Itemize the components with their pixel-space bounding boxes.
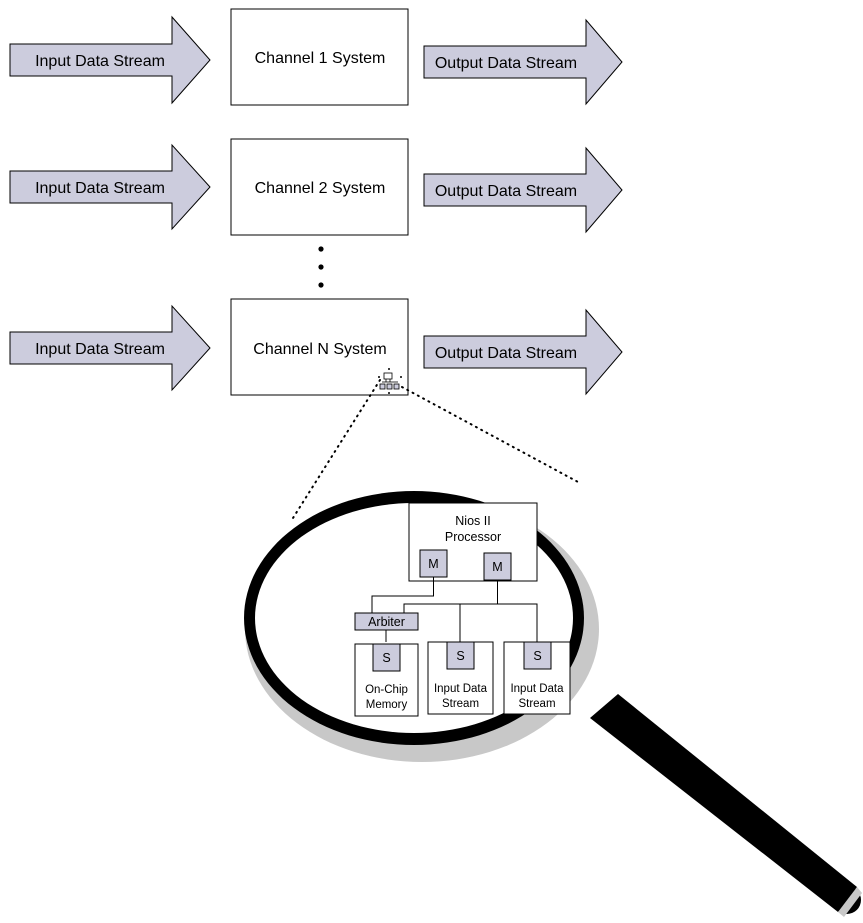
channel-2-input-arrow (9, 143, 211, 231)
lens-handle (590, 694, 857, 912)
slave-port-1 (372, 643, 401, 672)
wire-to-slave-3 (497, 603, 538, 642)
slave-port-1-label: S (382, 651, 390, 665)
channel-n-system-box (230, 298, 409, 396)
slave-3-label-line2: Stream (518, 698, 555, 710)
channel-1-system-label: Channel 1 System (255, 50, 386, 67)
channel-n-row: Input Data Stream Channel N System Outpu… (9, 298, 623, 396)
channel-1-input-arrow (9, 15, 211, 105)
slave-port-2 (446, 641, 475, 670)
zoom-line-right (401, 386, 579, 483)
slave-3-label-line1: Input Data (510, 683, 564, 695)
channel-2-system-box (230, 138, 409, 236)
slave-port-3 (523, 641, 552, 670)
wire-master2-arbiter (403, 580, 498, 613)
channel-n-output-arrow (423, 308, 623, 396)
processor-label-line1: Nios II (455, 514, 490, 528)
channel-n-output-label: Output Data Stream (435, 345, 577, 362)
channel-2-output-label: Output Data Stream (435, 183, 577, 200)
channel-2-output-arrow (423, 146, 623, 234)
master-port-1 (419, 549, 448, 578)
channel-1-system-box (230, 8, 409, 106)
master-port-1-label: M (428, 557, 438, 571)
slave-2-label-line2: Stream (442, 698, 479, 710)
channel-1-output-label: Output Data Stream (435, 55, 577, 72)
channel-1-output-arrow (423, 18, 623, 106)
slave-1-label-line1: On-Chip (365, 684, 408, 696)
channel-n-input-arrow (9, 304, 211, 392)
slave-port-2-label: S (456, 649, 464, 663)
slave-1-label-line2: Memory (366, 699, 408, 711)
channel-n-input-label: Input Data Stream (35, 341, 165, 358)
ellipsis-dot (318, 264, 324, 270)
zoomed-system: Nios II Processor M M Arbiter S On-Chip … (354, 502, 571, 717)
channel-n-system-label: Channel N System (253, 341, 386, 358)
channel-2-system-label: Channel 2 System (255, 180, 386, 197)
wire-master1-arbiter (371, 577, 434, 613)
master-port-2-label: M (492, 560, 502, 574)
ellipsis-dots (318, 246, 324, 288)
ellipsis-dot (318, 246, 324, 252)
slave-2-label-line1: Input Data (434, 683, 488, 695)
channel-1-input-label: Input Data Stream (35, 53, 165, 70)
arbiter-label: Arbiter (368, 615, 405, 629)
channel-2-input-label: Input Data Stream (35, 180, 165, 197)
processor-label-line2: Processor (445, 530, 501, 544)
ellipsis-dot (318, 282, 324, 288)
mini-system-icon (378, 368, 402, 394)
slave-port-3-label: S (533, 649, 541, 663)
master-port-2 (483, 552, 512, 581)
channel-2-row: Input Data Stream Channel 2 System Outpu… (9, 138, 623, 236)
channel-1-row: Input Data Stream Channel 1 System Outpu… (9, 8, 623, 106)
